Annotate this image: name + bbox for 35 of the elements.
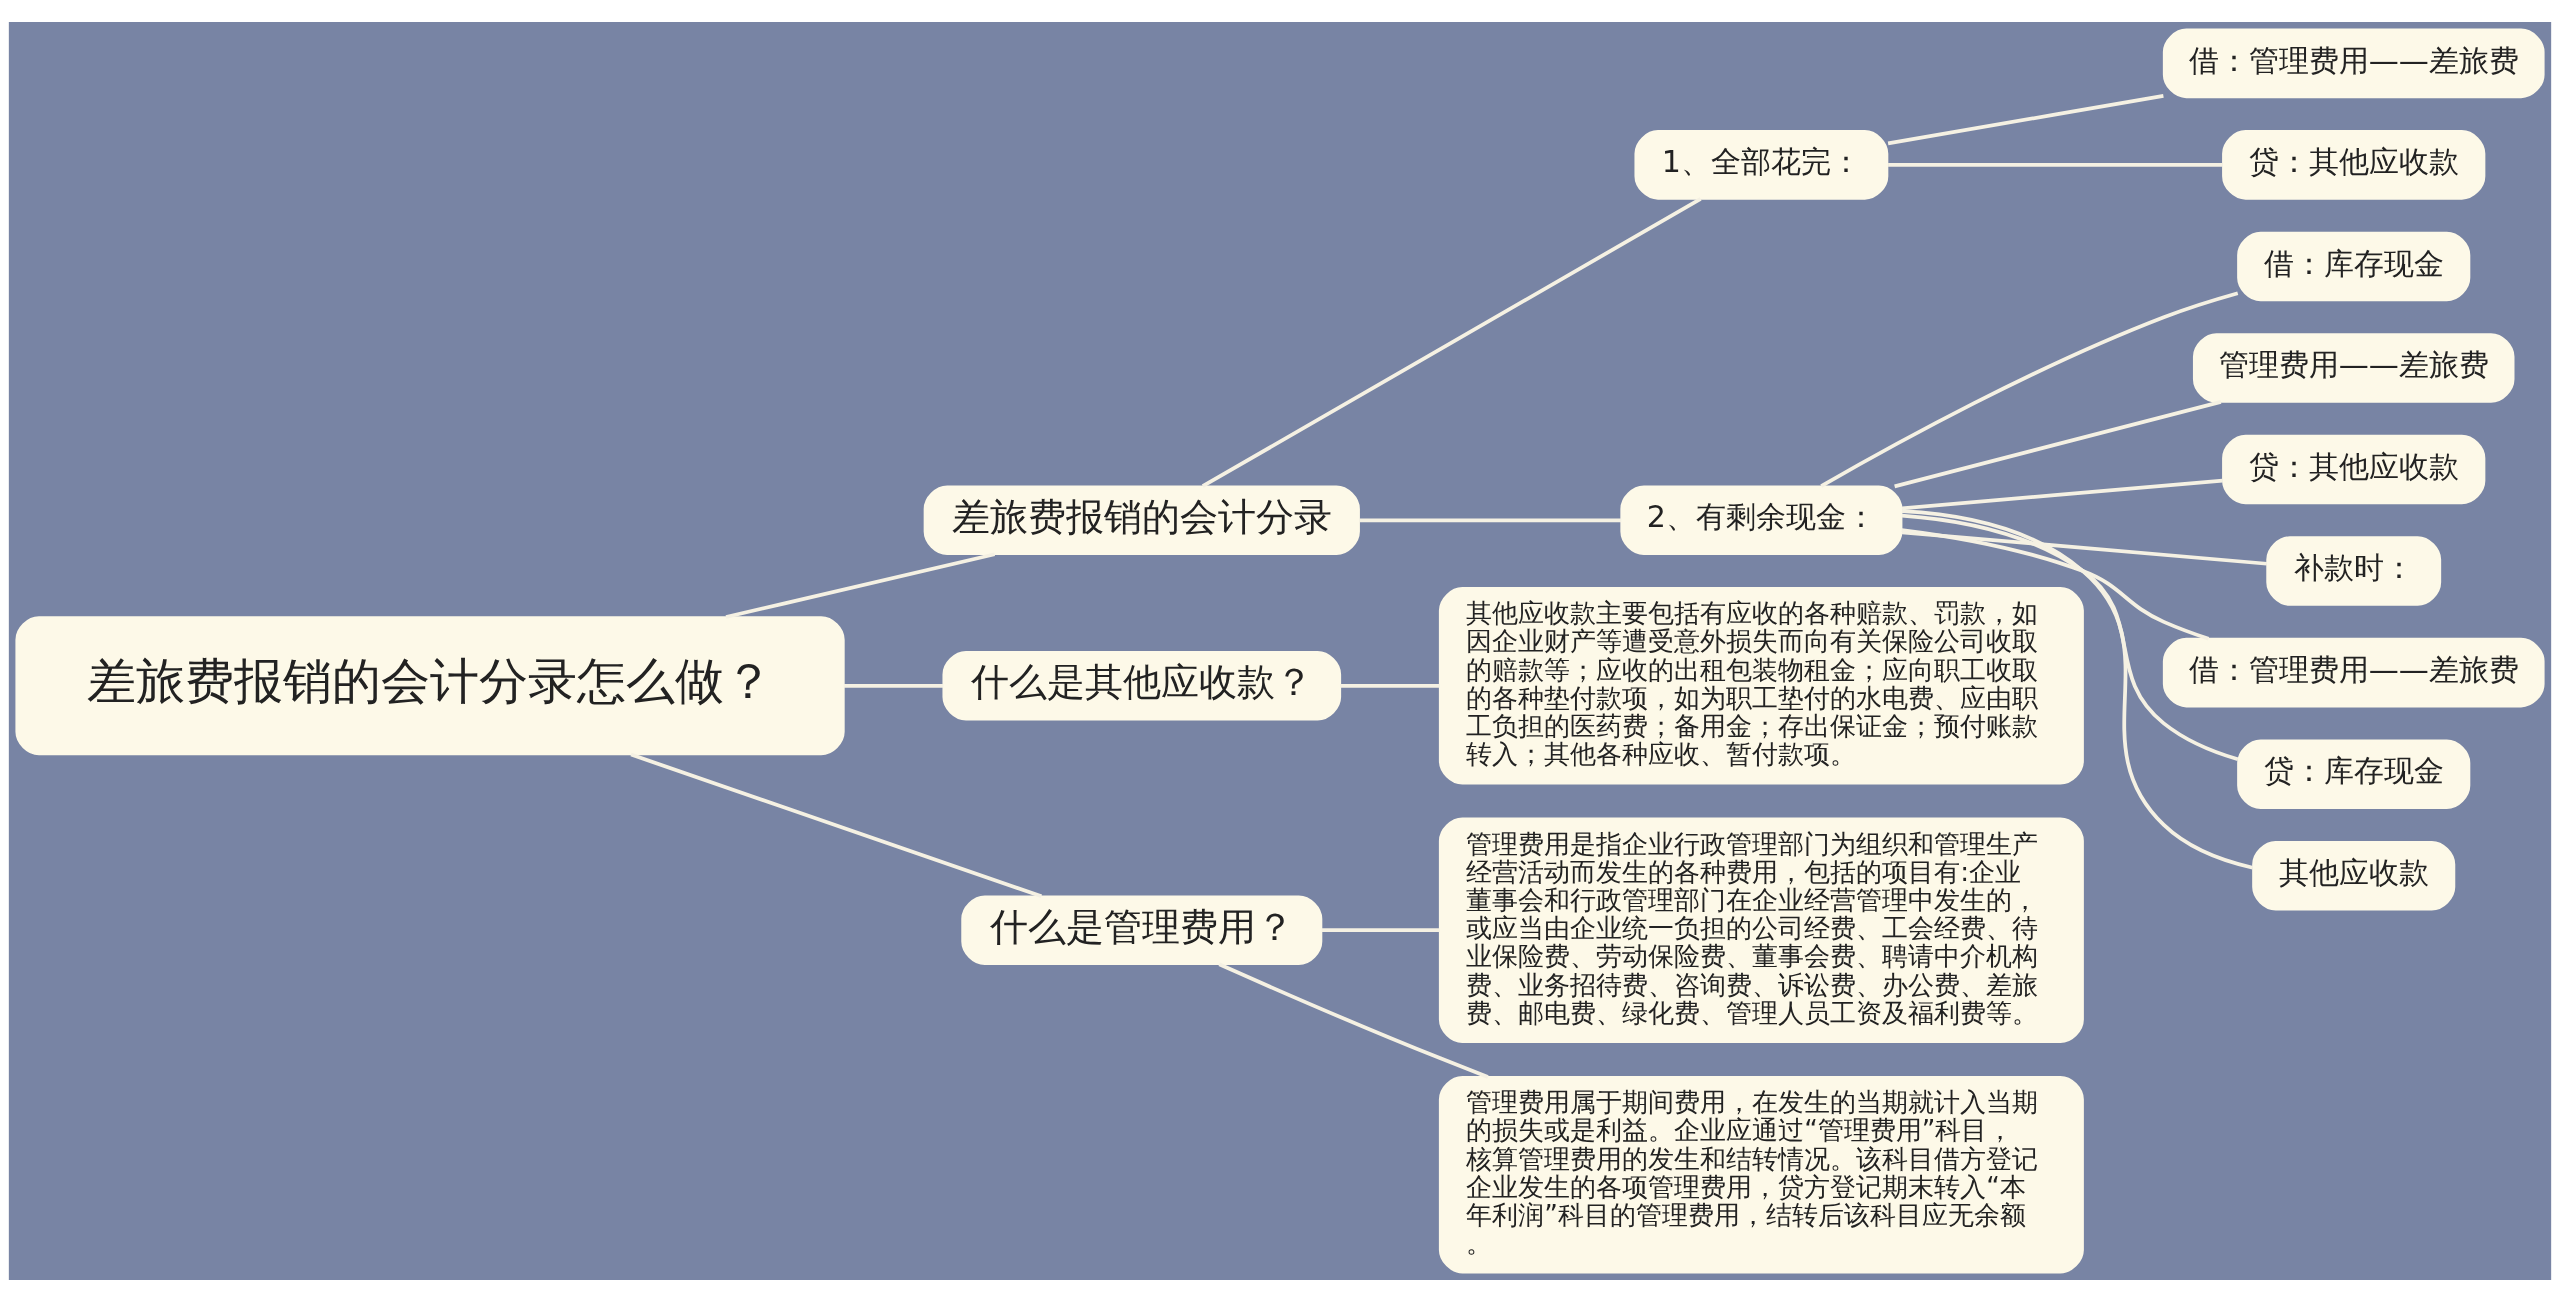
- node-box: 1、全部花完：: [1634, 130, 1889, 200]
- node-box: 管理费用属于期间费用，在发生的当期就计入当期的损失或是利益。企业应通过“管理费用”科目，核算管理费用的发生和结转情况。该科目借方登记企业发生的各项管理费用，贷方登记期末转入“本年利润”科目的管理费用，结转后该科目应无余额。: [1438, 1075, 2084, 1274]
- connector: [1901, 528, 2210, 641]
- connector: [1820, 291, 2239, 488]
- node-box: 借：管理费用——差旅费: [2162, 28, 2545, 99]
- node-box: 其他应收款: [2252, 840, 2456, 911]
- node-box: 差旅费报销的会计分录怎么做？: [15, 616, 845, 756]
- node-box: 贷：其他应收款: [2222, 130, 2486, 200]
- connector: [1201, 197, 1702, 488]
- connector: [1359, 518, 1622, 523]
- node-box: 其他应收款主要包括有应收的各种赔款、罚款，如因企业财产等遭受意外损失而向有关保险公司收取的赔款等；应收的出租包装物租金；应向职工收取的各种垫付款项，如为职工垫付的水电费、应由职工负担的医药费；备用金；存出保证金；预付账款转入；其他各种应收、暂付款项。: [1438, 587, 2084, 785]
- node-box: 补款时：: [2266, 536, 2442, 606]
- connector: [1888, 163, 2223, 167]
- node-box: 差旅费报销的会计分录: [923, 485, 1360, 556]
- connector: [1894, 400, 2222, 489]
- connector: [1901, 509, 2254, 870]
- node-box: 借：库存现金: [2237, 231, 2471, 302]
- connector: [1901, 478, 2223, 511]
- node-box: 什么是其他应收款？: [942, 651, 1342, 721]
- node-box: 2、有剩余现金：: [1620, 485, 1903, 556]
- connector: [1340, 683, 1440, 688]
- node-box: 什么是管理费用？: [961, 895, 1323, 966]
- node-box: 贷：库存现金: [2237, 739, 2471, 809]
- connector: [1887, 94, 2164, 146]
- node-box: 管理费用——差旅费: [2192, 333, 2515, 403]
- connector: [1901, 513, 2239, 762]
- node-box: 管理费用是指企业行政管理部门为组织和管理生产经营活动而发生的各种费用，包括的项目有:企业董事会和行政管理部门在企业经营管理中发生的，或应当由企业统一负担的公司经费、工会经费、待业保险费、劳动保险费、董事会费、聘请中介机构费、业务招待费、咨询费、诉讼费、办公费、差旅费、邮电费、绿化费、管理人员工资及福利费等。: [1438, 817, 2084, 1044]
- connector: [1901, 530, 2267, 566]
- connector: [1218, 962, 1489, 1079]
- connector: [1321, 928, 1440, 933]
- node-box: 贷：其他应收款: [2222, 434, 2486, 505]
- connector: [725, 552, 996, 619]
- connector: [843, 683, 944, 688]
- connector: [630, 752, 1043, 898]
- node-box: 借：管理费用——差旅费: [2162, 637, 2545, 708]
